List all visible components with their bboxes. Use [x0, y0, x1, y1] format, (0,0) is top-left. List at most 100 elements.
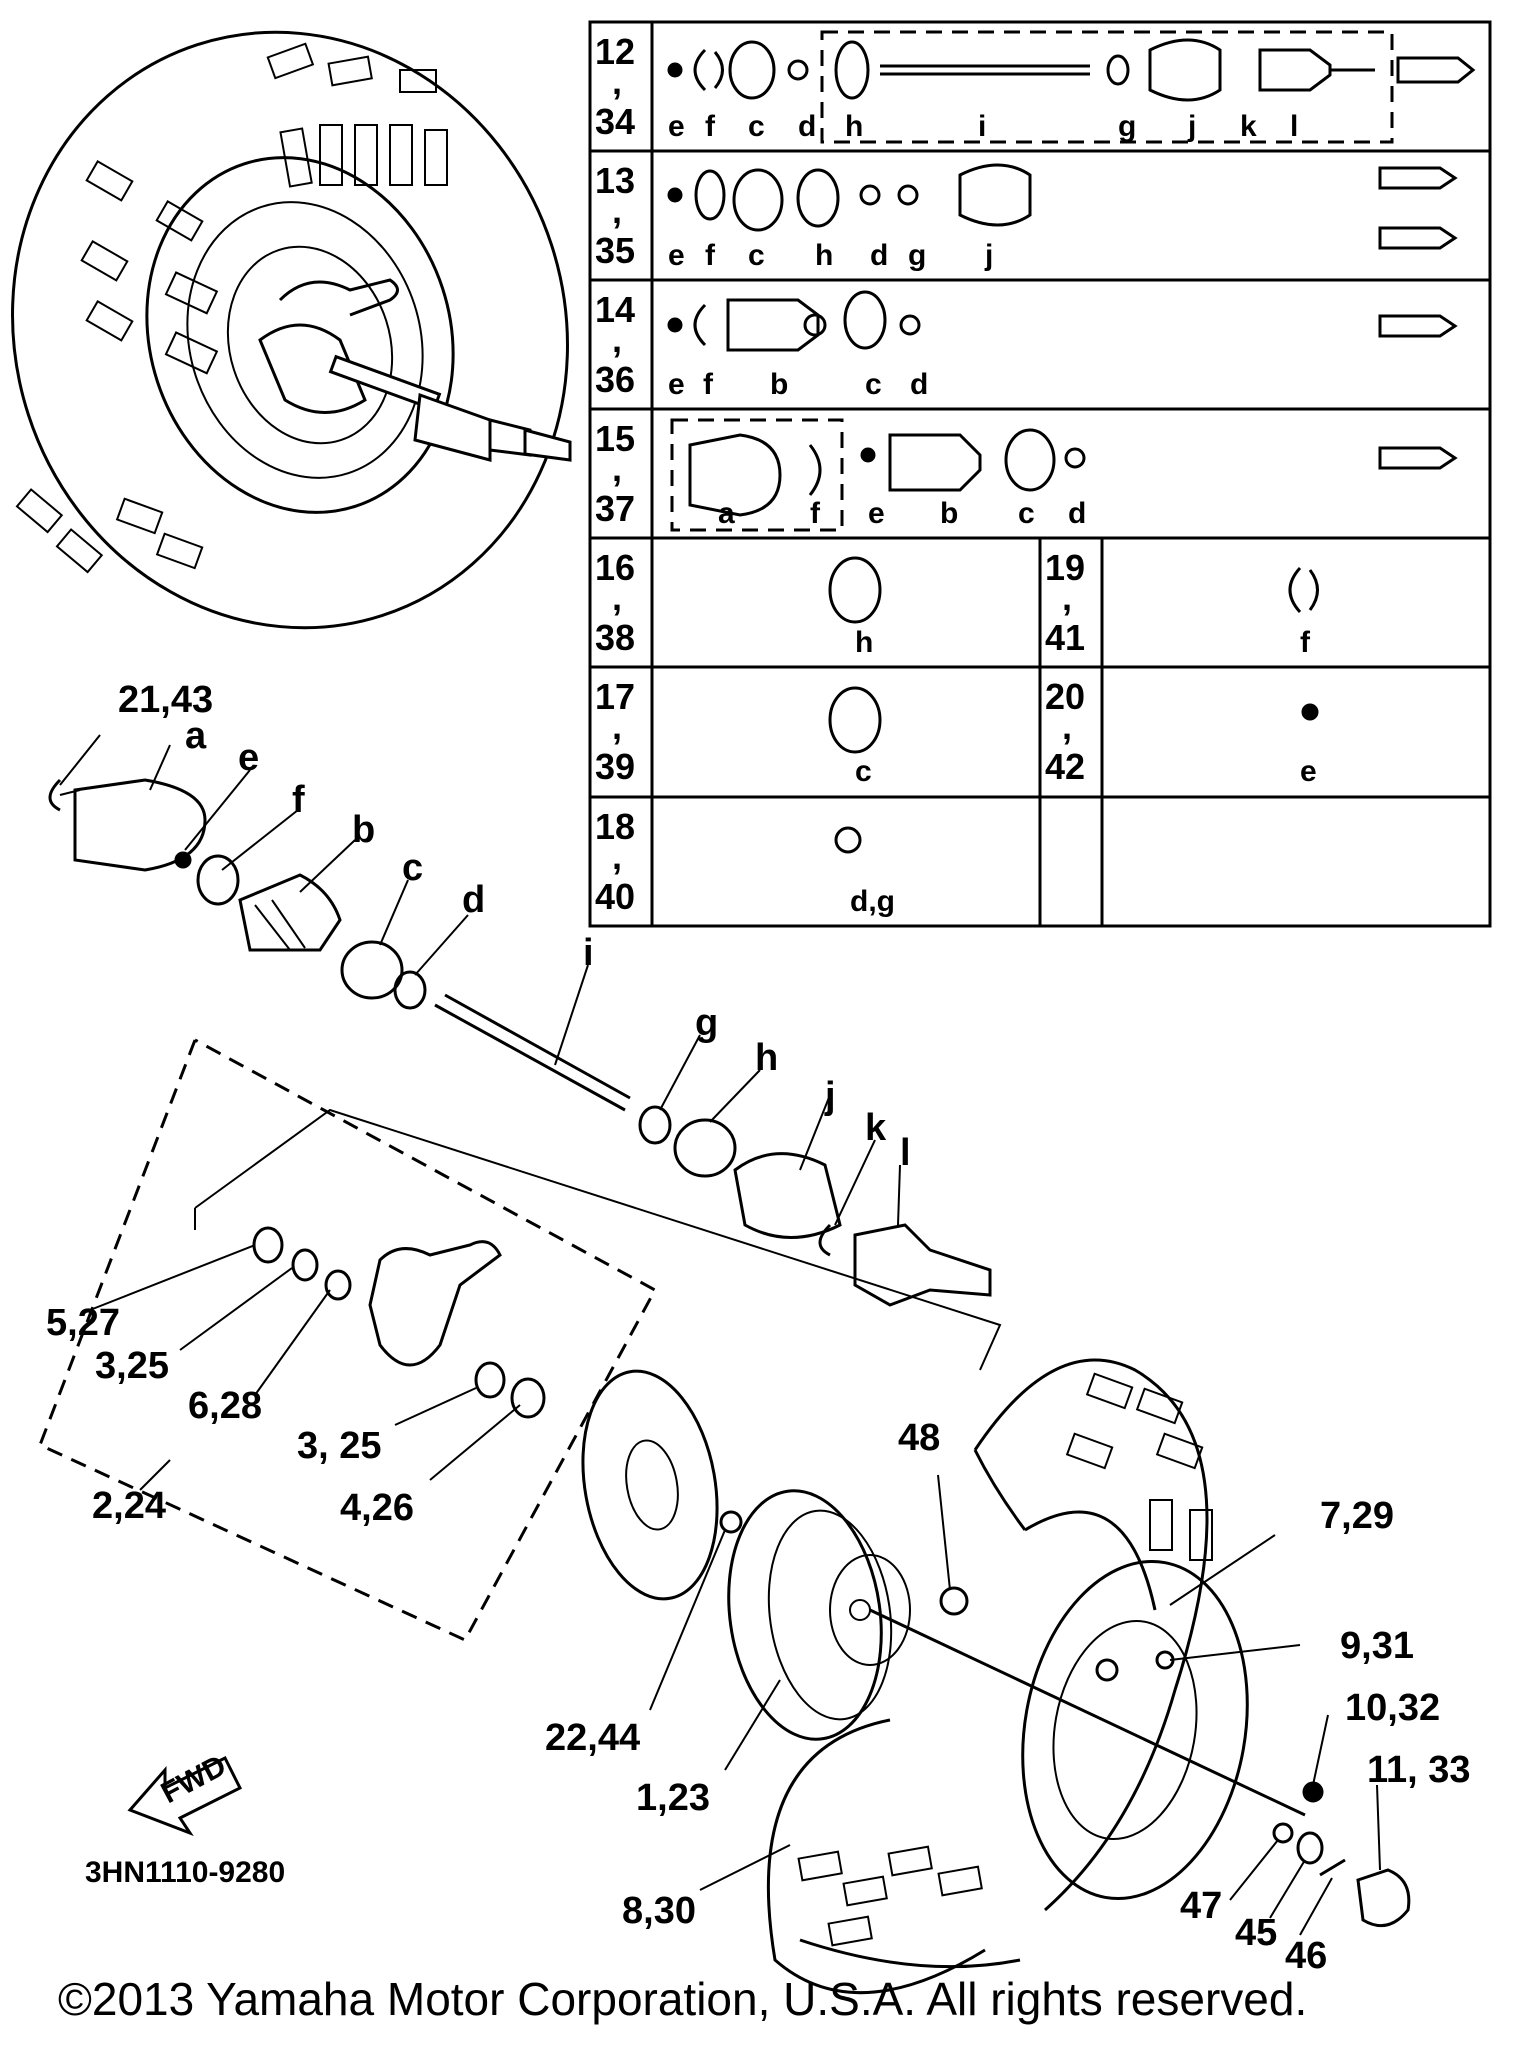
kit-row-ref: , [612, 577, 622, 618]
kit-row-letter: d,g [850, 885, 895, 918]
callout-6-28: 6,28 [188, 1385, 262, 1427]
kit-row-ref: 13 [595, 160, 635, 201]
callout-48: 48 [898, 1417, 940, 1459]
kit-row-ref: 12 [595, 31, 635, 72]
leader-lines [59, 734, 1381, 1936]
kit-row-ref: 39 [595, 746, 635, 787]
kit-row-letter: g [1118, 110, 1136, 143]
callout-9-31: 9,31 [1340, 1625, 1414, 1667]
kit-row-ref: 34 [595, 101, 635, 142]
wheel-assembly-bottom [766, 1358, 1411, 1995]
part-code: 3HN1110-9280 [85, 1856, 285, 1889]
callout-7-29: 7,29 [1320, 1495, 1394, 1537]
kit-row-ref: 36 [595, 359, 635, 400]
callout-j: j [824, 1075, 836, 1117]
callout-11-33: 11, 33 [1367, 1749, 1471, 1791]
kit-row-letter: d [870, 239, 888, 272]
kit-row-ref: 41 [1045, 617, 1085, 658]
kit-row-ref: 38 [595, 617, 635, 658]
kit-row-ref: 42 [1045, 746, 1085, 787]
kit-row-ref: 37 [595, 488, 635, 529]
kit-row-letter: f [810, 497, 821, 530]
kit-row-letter: f [705, 239, 716, 272]
kit-row-letter: f [705, 110, 716, 143]
knuckle-group [38, 1038, 1002, 1642]
callout-47: 47 [1180, 1885, 1222, 1927]
kit-row-letter: c [1018, 497, 1035, 530]
copyright: ©2013 Yamaha Motor Corporation, U.S.A. A… [58, 1973, 1307, 2025]
callout-10-32: 10,32 [1345, 1687, 1440, 1729]
kit-row-ref: 14 [595, 289, 635, 330]
kit-row-letter: l [1290, 110, 1298, 143]
kit-row-letter: e [668, 110, 685, 143]
drive-shaft-exploded [48, 778, 992, 1307]
callout-4-26: 4,26 [340, 1487, 414, 1529]
kit-row-letter: b [770, 368, 788, 401]
kit-row-ref: , [612, 706, 622, 747]
kit-row-letter: d [910, 368, 928, 401]
callout-21-43: 21,43 [118, 679, 213, 721]
kit-row-ref: , [612, 448, 622, 489]
kit-row-letter: d [798, 110, 816, 143]
kit-table: 12,3413,3514,3615,3716,3819,4117,3920,42… [588, 20, 1492, 928]
kit-row-letter: c [865, 368, 882, 401]
kit-row-letter: f [1300, 626, 1311, 659]
row-12-parts [667, 38, 1476, 102]
fwd-arrow-icon: FWD [127, 1749, 243, 1837]
callout-45: 45 [1235, 1912, 1277, 1954]
kit-row-letter: j [1187, 110, 1196, 143]
callout-d: d [462, 879, 485, 921]
callout-labels: 21,43 a e f b c d i g h j k l 5,27 3,25 … [46, 679, 1471, 1977]
kit-row-letter: j [984, 239, 993, 272]
kit-row-ref: , [612, 836, 622, 877]
callout-f: f [292, 779, 305, 821]
callout-8-30: 8,30 [622, 1890, 696, 1932]
callout-h: h [755, 1037, 778, 1079]
kit-row-letter: c [855, 755, 872, 788]
kit-row-ref: 15 [595, 418, 635, 459]
kit-row-letter: e [1300, 755, 1317, 788]
kit-row-ref: , [612, 319, 622, 360]
kit-row-ref: 17 [595, 676, 635, 717]
callout-i: i [583, 932, 594, 974]
callout-l: l [900, 1132, 911, 1174]
kit-row-letter: k [1240, 110, 1257, 143]
row-15-parts [688, 428, 1458, 517]
kit-row-letter: e [668, 368, 685, 401]
callout-22-44: 22,44 [545, 1717, 640, 1759]
kit-row-letter: d [1068, 497, 1086, 530]
brake-disc [581, 1369, 719, 1601]
callout-a: a [185, 715, 207, 757]
kit-row-letter: h [845, 110, 863, 143]
callout-5-27: 5,27 [46, 1302, 120, 1344]
kit-row-ref: , [1062, 706, 1072, 747]
row-13-parts [667, 163, 1458, 250]
kit-row-letter: h [855, 626, 873, 659]
callout-c: c [402, 847, 423, 889]
kit-row-letter: f [703, 368, 714, 401]
callout-46: 46 [1285, 1935, 1327, 1977]
kit-row-letter: e [868, 497, 885, 530]
callout-g: g [695, 1002, 718, 1044]
row-14-parts [667, 290, 1458, 352]
callout-1-23: 1,23 [636, 1777, 710, 1819]
kit-row-letter: b [940, 497, 958, 530]
kit-row-ref: , [1062, 577, 1072, 618]
kit-row-letter: c [748, 110, 765, 143]
wheel-assembly-top [11, 30, 572, 630]
kit-row-letter: h [815, 239, 833, 272]
kit-row-ref: , [612, 61, 622, 102]
kit-row-ref: 19 [1045, 547, 1085, 588]
row-17-20-parts [828, 686, 1319, 754]
kit-row-ref: 35 [595, 230, 635, 271]
kit-row-ref: 18 [595, 806, 635, 847]
callout-3-25-a: 3,25 [95, 1345, 169, 1387]
kit-row-letter: c [748, 239, 765, 272]
kit-row-ref: 40 [595, 876, 635, 917]
callout-b: b [352, 809, 375, 851]
callout-3-25-b: 3, 25 [297, 1425, 382, 1467]
kit-row-letter: a [718, 497, 735, 530]
kit-row-ref: , [612, 190, 622, 231]
row-18-parts [834, 826, 862, 854]
